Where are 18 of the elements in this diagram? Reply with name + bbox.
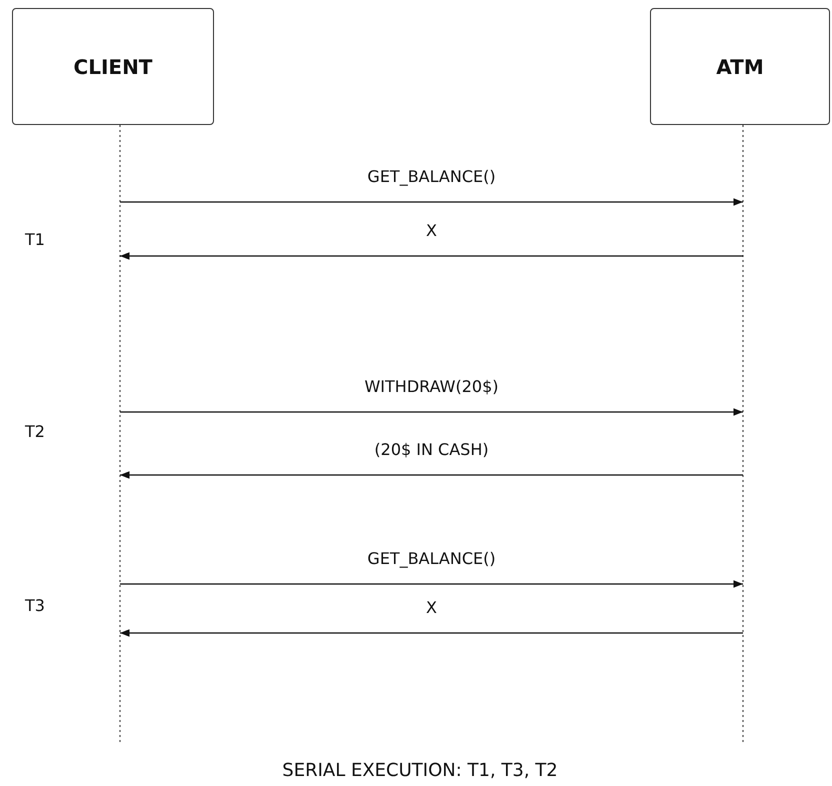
transaction-label: T3 <box>25 596 45 615</box>
message-arrow <box>120 252 743 260</box>
message-arrow <box>120 198 743 206</box>
transaction-label: T2 <box>25 422 45 441</box>
message-label: (20$ IN CASH) <box>374 440 489 459</box>
participant-name: ATM <box>716 54 764 78</box>
message-label: GET_BALANCE() <box>367 167 496 186</box>
message-arrow <box>120 471 743 479</box>
caption: SERIAL EXECUTION: T1, T3, T2 <box>282 760 558 781</box>
message-arrow <box>120 408 743 416</box>
message-label: GET_BALANCE() <box>367 549 496 568</box>
participant-name: CLIENT <box>74 54 152 78</box>
message-arrow <box>120 580 743 588</box>
message-label: X <box>426 598 437 617</box>
transaction-label: T1 <box>25 230 45 249</box>
message-label: WITHDRAW(20$) <box>364 377 499 396</box>
message-label: X <box>426 221 437 240</box>
message-arrow <box>120 629 743 637</box>
